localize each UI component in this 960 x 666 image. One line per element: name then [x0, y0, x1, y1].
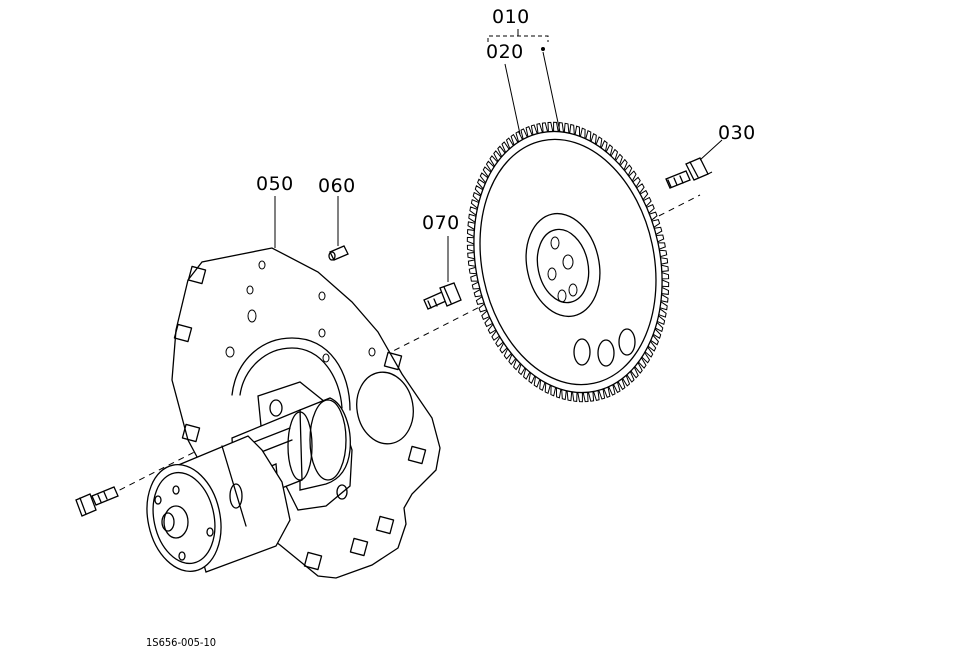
starter-motor[interactable] — [138, 381, 353, 578]
plate-bolt[interactable] — [423, 282, 462, 310]
callout-010[interactable]: 010 — [492, 6, 530, 28]
leader-lines — [274, 29, 723, 282]
callout-060[interactable]: 060 — [318, 175, 356, 197]
callout-070[interactable]: 070 — [422, 212, 460, 234]
callout-020[interactable]: 020 — [486, 41, 524, 63]
callout-050[interactable]: 050 — [256, 173, 294, 195]
figure-code: 1S656-005-10 — [146, 636, 217, 649]
dowel-pin[interactable] — [328, 245, 349, 261]
flywheel-bolt[interactable] — [665, 157, 713, 189]
flywheel-ring-gear[interactable] — [451, 114, 686, 410]
starter-bolt[interactable] — [75, 486, 119, 517]
callout-030[interactable]: 030 — [718, 122, 756, 144]
